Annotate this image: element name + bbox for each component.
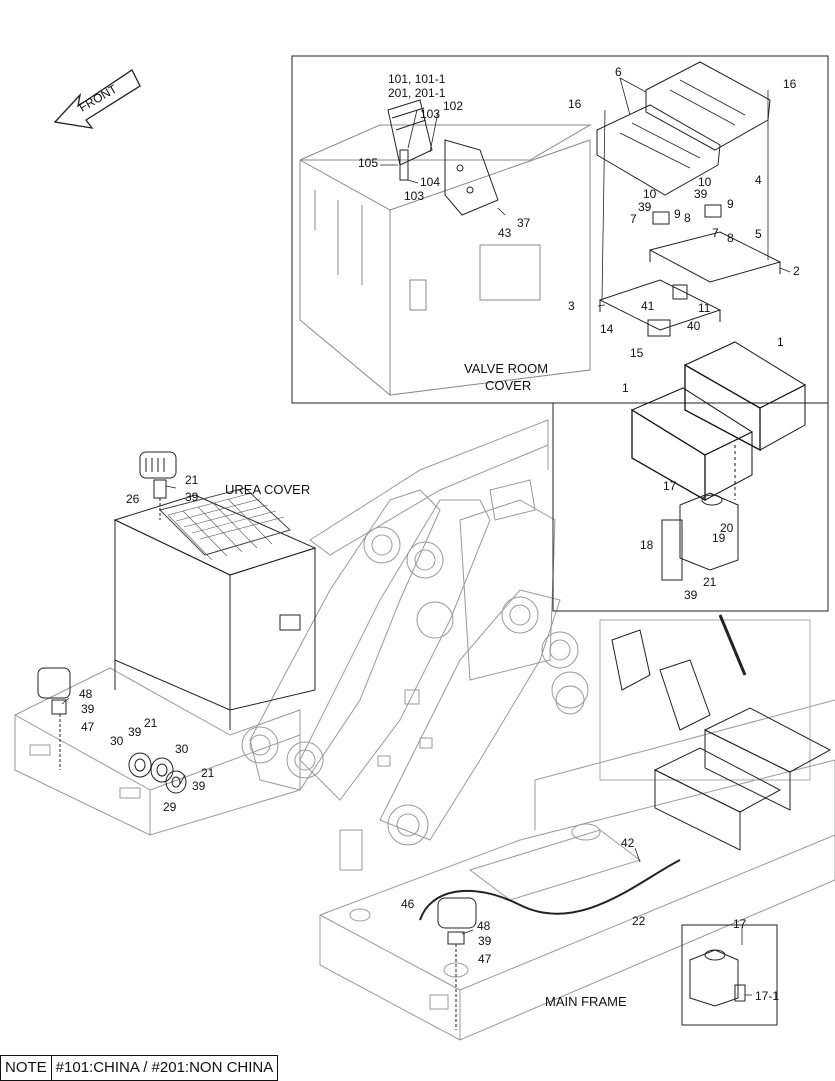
note-label: NOTE [1,1056,52,1080]
rear-work-lamp-icon [419,859,681,1030]
callout-label: 14 [600,322,614,336]
callout-label: 7 [630,212,637,226]
callout-label: 39 [684,588,698,602]
valve-room-inset-frame [291,55,829,404]
callout-label: 201, 201-1 [388,86,446,100]
callout-label: 17 [663,479,677,493]
callout-label: 39 [694,187,708,201]
callout-label: 103 [420,107,440,121]
callout-label: 103 [404,189,424,203]
callout-label: 11 [698,301,711,315]
front-arrow-icon [53,69,141,129]
note-text: #101:CHINA / #201:NON CHINA [55,1059,274,1076]
battery-cover-icon [596,61,771,196]
callout-label: 41 [641,299,655,313]
callout-label: 30 [110,734,124,748]
region-labels: VALVE ROOM COVER UREA COVER MAIN FRAME [225,361,627,1009]
callout-label: 4 [755,173,762,187]
callout-label: 15 [630,346,644,360]
boom-linkage [241,479,585,846]
battery-tray-icon [598,231,782,331]
callout-label: 6 [615,65,622,79]
valve-room-cover [299,124,592,396]
callout-label: 37 [517,216,531,230]
urea-cover [113,487,317,730]
callout-label: 3 [568,299,575,313]
callout-labels: 101, 101-1 201, 201-1 103 102 105 104 10… [79,65,800,1003]
urea-cover-label: UREA COVER [225,482,310,497]
mainframe-ecu-icon [611,629,711,731]
callout-label: 39 [478,934,492,948]
callout-label: 47 [478,952,492,966]
callout-label: 104 [420,175,440,189]
leader-lines [61,77,791,996]
controller-bracket-icon [444,139,499,216]
callout-label: 17 [733,917,747,931]
callout-label: 21 [201,766,215,780]
battery-inset-frame [552,402,829,612]
callout-label: 39 [128,725,142,739]
callout-label: 48 [477,919,491,933]
callout-label: 10 [643,187,657,201]
callout-label: 16 [568,97,582,111]
callout-label: 8 [727,231,734,245]
left-work-lamp-icon [37,667,71,770]
callout-label: 39 [185,490,199,504]
callout-label: 16 [783,77,797,91]
work-lamp-icon [139,451,177,520]
callout-label: 30 [175,742,189,756]
installed-battery-icon [653,614,832,851]
svg-text:FRONT: FRONT [77,81,120,114]
callout-label: 43 [498,226,512,240]
callout-label: 21 [703,575,717,589]
reservoir-tank-icon [661,492,739,581]
main-frame-label: MAIN FRAME [545,994,627,1009]
callout-label: 101, 101-1 [388,72,446,86]
callout-label: 26 [126,492,140,506]
callout-label: 18 [640,538,654,552]
callout-label: 17-1 [755,989,779,1003]
callout-label: 48 [79,687,93,701]
callout-label: 29 [163,800,177,814]
callout-label: 39 [81,702,95,716]
callout-label: 10 [698,175,712,189]
callout-label: 47 [81,720,95,734]
reservoir-detail-box [681,924,778,1026]
callout-label: 46 [401,897,415,911]
callout-label: 9 [727,197,734,211]
relay-icon [647,204,722,337]
callout-label: 7 [712,226,719,240]
callout-label: 2 [793,264,800,278]
callout-label: 1 [777,335,784,349]
callout-label: 21 [144,716,158,730]
upper-frame [14,419,811,836]
valve-room-cover-label-line1: VALVE ROOM [464,361,548,376]
main-frame [319,699,835,1041]
note-box: NOTE #101:CHINA / #201:NON CHINA [0,1055,279,1081]
callout-label: 1 [622,381,629,395]
callout-label: 102 [443,99,463,113]
callout-label: 19 [712,531,726,545]
callout-label: 21 [185,473,199,487]
callout-label: 5 [755,227,762,241]
callout-label: 40 [687,319,701,333]
callout-label: 105 [358,156,378,170]
callout-label: 39 [192,779,206,793]
front-label: FRONT [77,81,120,114]
callout-label: 20 [720,521,734,535]
valve-room-cover-label-line2: COVER [485,378,531,393]
ecu-icon [387,99,433,181]
horn-icon [128,752,187,794]
battery-icon [630,341,807,502]
callout-label: 8 [684,211,691,225]
callout-label: 9 [674,207,681,221]
callout-label: 42 [621,836,635,850]
callout-label: 39 [638,200,652,214]
callout-label: 22 [632,914,646,928]
